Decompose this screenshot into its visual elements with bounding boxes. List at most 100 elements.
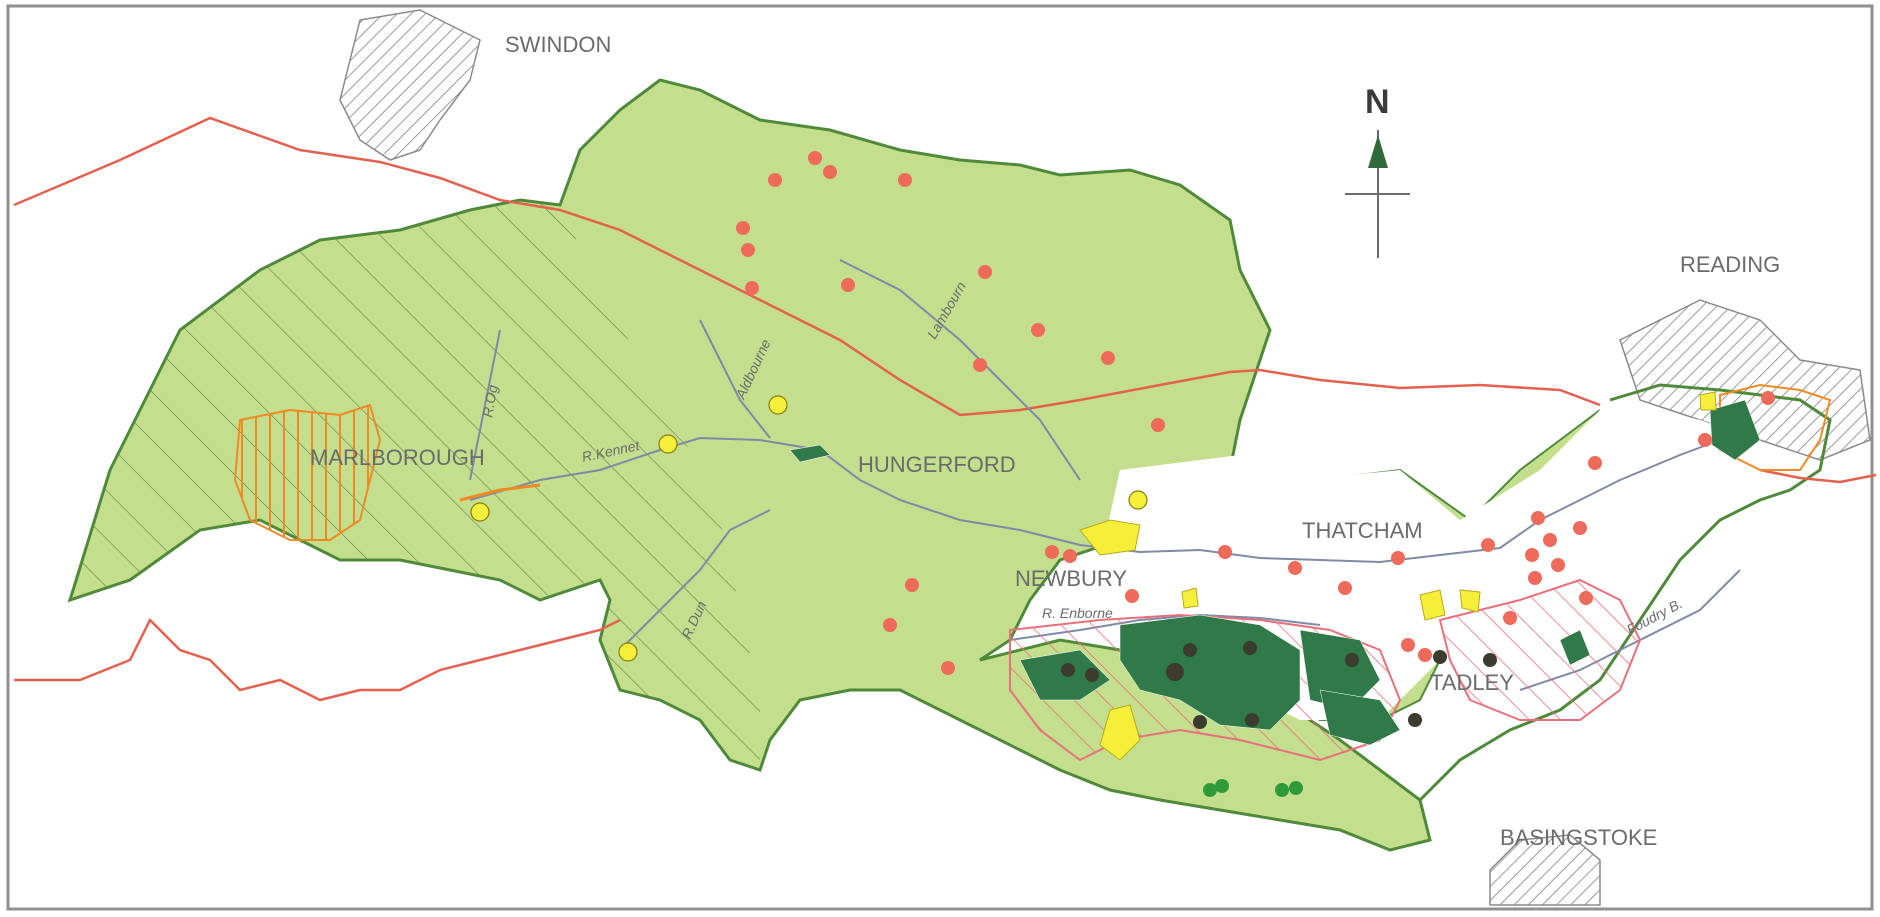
- yellow-area-newbury: [1079, 519, 1141, 556]
- town-label-newbury: NEWBURY: [1015, 566, 1127, 591]
- red-point: [823, 165, 837, 179]
- red-point: [1761, 391, 1775, 405]
- dark-point: [1245, 713, 1259, 727]
- yellow-points: [470, 395, 1148, 662]
- red-point: [1579, 591, 1593, 605]
- red-point: [1063, 549, 1077, 563]
- orange-zones: [233, 383, 1832, 541]
- river-dun: [619, 509, 771, 651]
- dark-point: [1433, 650, 1447, 664]
- dark-points: [1061, 641, 1497, 729]
- river-aldbourne: [699, 319, 771, 439]
- red-point: [898, 173, 912, 187]
- green-point: [1275, 783, 1289, 797]
- red-point: [808, 151, 822, 165]
- green-points: [1203, 779, 1303, 797]
- red-point: [745, 281, 759, 295]
- town-label-swindon: SWINDON: [505, 32, 611, 57]
- red-point: [1101, 351, 1115, 365]
- yellow-area: [1419, 589, 1446, 621]
- boundary-line-north: [13, 116, 1601, 417]
- town-label-thatcham: THATCHAM: [1302, 518, 1423, 543]
- forest-patch: [1559, 629, 1591, 666]
- boundary-line-south: [14, 617, 621, 702]
- yellow-areas: [1079, 391, 1717, 761]
- red-point: [1531, 511, 1545, 525]
- red-point: [841, 278, 855, 292]
- red-point: [978, 265, 992, 279]
- yellow-point: [1128, 490, 1148, 510]
- red-point: [1125, 589, 1139, 603]
- town-label-tadley: TADLEY: [1430, 670, 1514, 695]
- red-point: [1551, 558, 1565, 572]
- red-point: [883, 618, 897, 632]
- green-point: [1289, 781, 1303, 795]
- river-label-og: R.Og: [479, 383, 500, 418]
- north-label: N: [1365, 83, 1390, 121]
- yellow-point: [618, 642, 638, 662]
- dark-point: [1408, 713, 1422, 727]
- forest-patch: [789, 444, 831, 463]
- red-point: [973, 358, 987, 372]
- red-point: [1401, 638, 1415, 652]
- forest-patch: [1319, 689, 1401, 746]
- urban-area-basingstoke: [1489, 834, 1601, 906]
- red-point: [736, 221, 750, 235]
- town-label-hungerford: HUNGERFORD: [858, 452, 1016, 477]
- dark-point: [1193, 715, 1207, 729]
- yellow-area: [1181, 587, 1199, 609]
- town-label-reading: READING: [1680, 252, 1780, 277]
- dark-point: [1345, 653, 1359, 667]
- yellow-point: [470, 502, 490, 522]
- red-point: [941, 661, 955, 675]
- north-arrow: N: [1345, 83, 1410, 258]
- red-point: [741, 243, 755, 257]
- yellow-point: [658, 434, 678, 454]
- urban-area-swindon: [339, 9, 481, 161]
- river-og: [469, 329, 501, 481]
- red-point: [1045, 545, 1059, 559]
- town-labels: SWINDON READING MARLBOROUGH HUNGERFORD T…: [310, 32, 1780, 850]
- orange-line-kennet: [459, 483, 541, 502]
- dark-point: [1166, 663, 1184, 681]
- green-point: [1203, 783, 1217, 797]
- yellow-area: [1099, 704, 1141, 761]
- red-point: [1418, 648, 1432, 662]
- yellow-area: [1699, 391, 1717, 411]
- red-point: [1503, 611, 1517, 625]
- yellow-area: [1459, 589, 1481, 613]
- river-lambourn: [839, 259, 1081, 481]
- red-point: [1481, 538, 1495, 552]
- boundary-line-east: [1759, 468, 1877, 484]
- red-point: [1288, 561, 1302, 575]
- dark-point: [1085, 668, 1099, 682]
- red-point: [768, 173, 782, 187]
- red-point: [905, 578, 919, 592]
- orange-zone-marlborough: [233, 403, 382, 541]
- dark-point: [1483, 653, 1497, 667]
- red-point: [1573, 521, 1587, 535]
- hatched-region-west: [70, 200, 760, 770]
- red-point: [1151, 418, 1165, 432]
- red-point: [1543, 533, 1557, 547]
- red-point: [1031, 323, 1045, 337]
- pink-zone-tadley: [1438, 578, 1642, 721]
- green-point: [1215, 779, 1229, 793]
- red-points: [736, 151, 1775, 675]
- red-point: [1698, 433, 1712, 447]
- yellow-point: [768, 395, 788, 415]
- dark-point: [1243, 641, 1257, 655]
- river-label-enborne: R. Enborne: [1042, 605, 1113, 621]
- red-point: [1588, 456, 1602, 470]
- red-point: [1525, 548, 1539, 562]
- dark-point: [1183, 643, 1197, 657]
- town-label-basingstoke: BASINGSTOKE: [1500, 825, 1657, 850]
- urban-area-reading: [1619, 299, 1871, 461]
- town-label-marlborough: MARLBOROUGH: [310, 445, 485, 470]
- north-arrow-head: [1368, 135, 1388, 168]
- red-point: [1391, 551, 1405, 565]
- dark-point: [1061, 663, 1075, 677]
- red-point: [1338, 581, 1352, 595]
- red-point: [1218, 545, 1232, 559]
